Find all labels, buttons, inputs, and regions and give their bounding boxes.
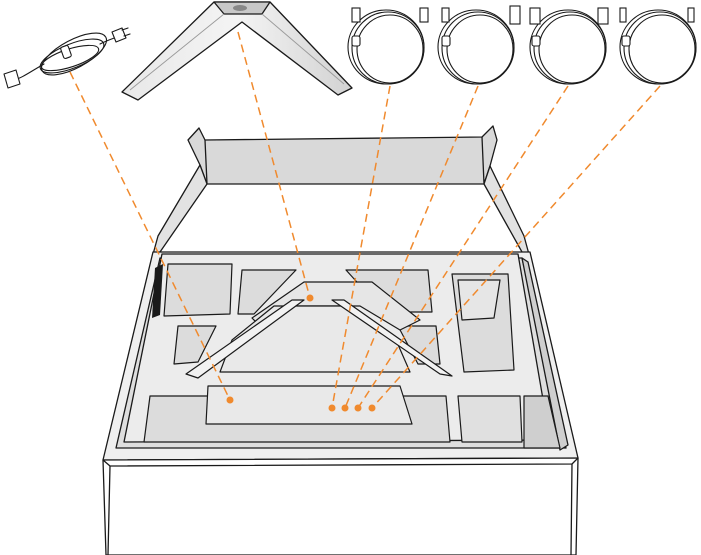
hdmi-cable-icon [347,7,429,85]
dot-power-cord [226,396,234,404]
usb-c-cable-icon [619,7,697,85]
leader-usb-cable [344,85,479,409]
dot-hdmi-cable [328,404,336,412]
box-strap [152,264,163,318]
box-back-flap [187,125,498,185]
dot-stand-base [306,294,314,302]
leader-stand-base [237,31,311,299]
leader-hdmi-cable [331,85,391,409]
dot-usb-cable [341,404,349,412]
placement-dots [226,294,376,412]
power-cord-icon [3,27,131,89]
box-front-face [102,457,579,555]
leader-lines [69,31,661,409]
dot-displayport-cable [354,404,362,412]
box-left-flap [151,164,208,259]
stand-base-icon [121,1,353,101]
leader-usb-c-cable [371,85,661,409]
tray-compartments [143,263,561,449]
dot-usb-c-cable [368,404,376,412]
displayport-cable-icon [529,7,609,85]
leader-power-cord [69,71,231,401]
usb-cable-icon [437,5,521,85]
